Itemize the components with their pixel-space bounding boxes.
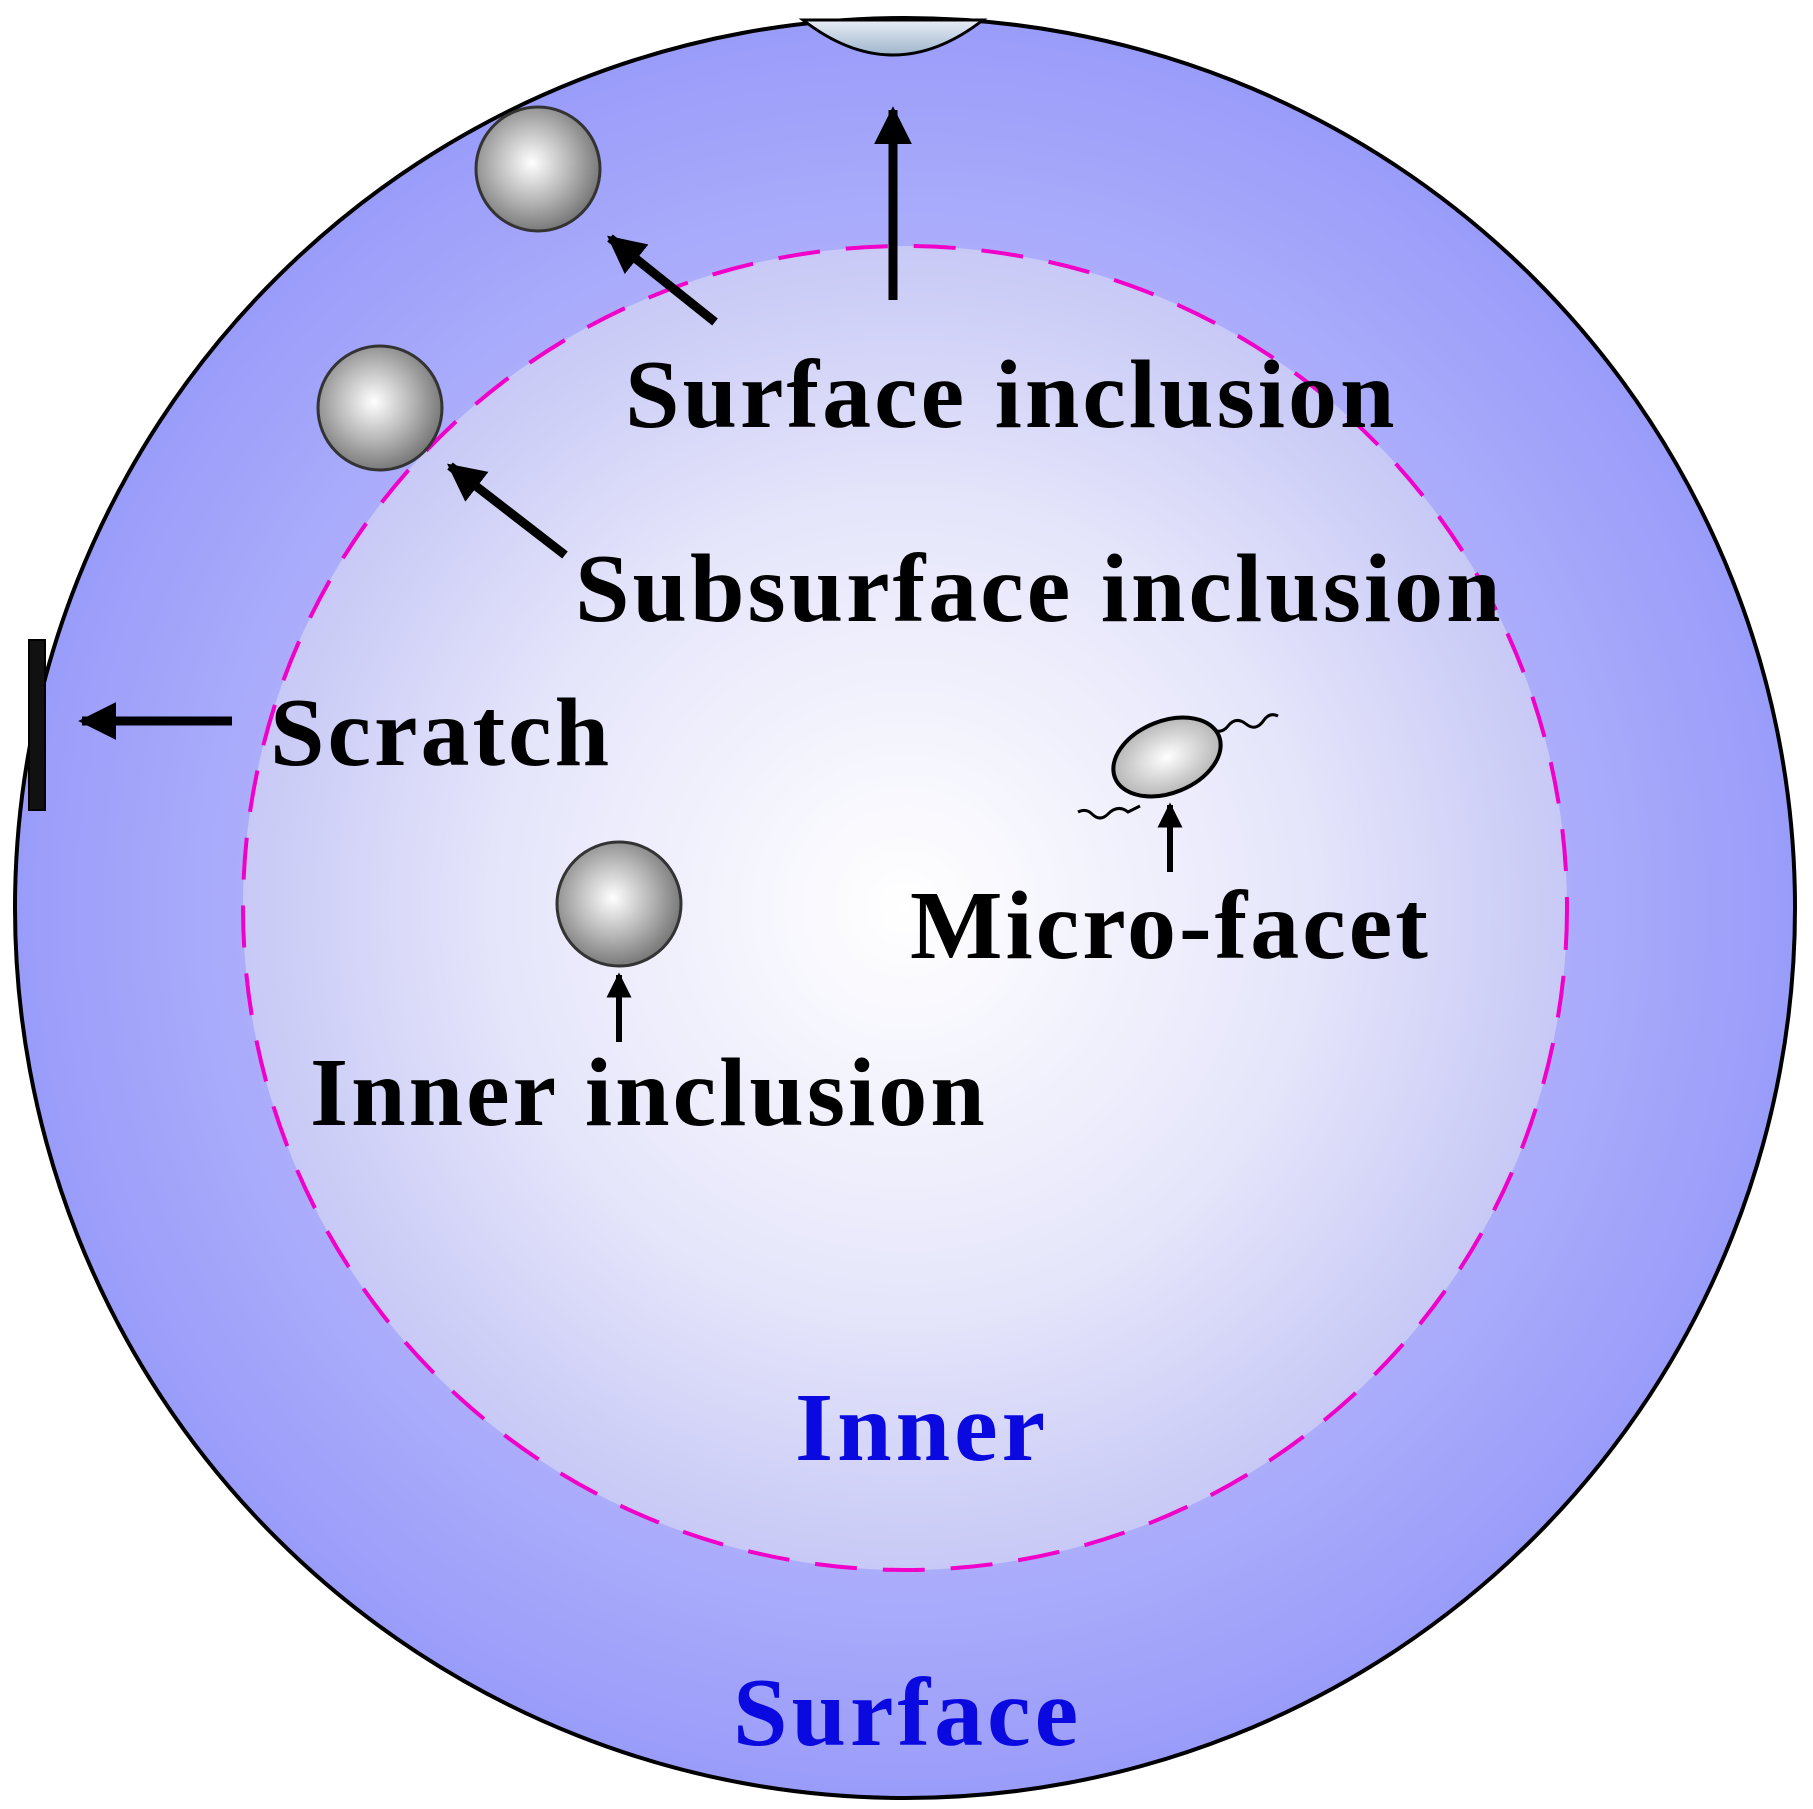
subsurface-inclusion-label: Subsurface inclusion — [575, 535, 1504, 643]
micro-facet-icon — [1077, 713, 1279, 820]
surface-inclusion-arrow-icon — [607, 234, 718, 326]
subsurface-inclusion-sphere-icon — [316, 344, 444, 472]
surface-inclusion-sphere-icon — [474, 105, 602, 233]
inner-region — [243, 246, 1567, 1570]
surface-pit-icon — [798, 18, 988, 57]
inner-region-label: Inner — [795, 1374, 1049, 1482]
inner-inclusion-sphere-icon — [555, 840, 683, 968]
surface-inclusion-label: Surface inclusion — [625, 341, 1397, 449]
scratch-label: Scratch — [270, 679, 612, 787]
scratch-icon — [28, 639, 46, 811]
surface-region-label: Surface — [733, 1659, 1082, 1767]
micro-facet-label: Micro-facet — [910, 872, 1431, 980]
subsurface-inclusion-arrow-icon — [447, 462, 568, 559]
inner-boundary-dashed — [241, 244, 1569, 1572]
inner-inclusion-label: Inner inclusion — [310, 1039, 988, 1147]
